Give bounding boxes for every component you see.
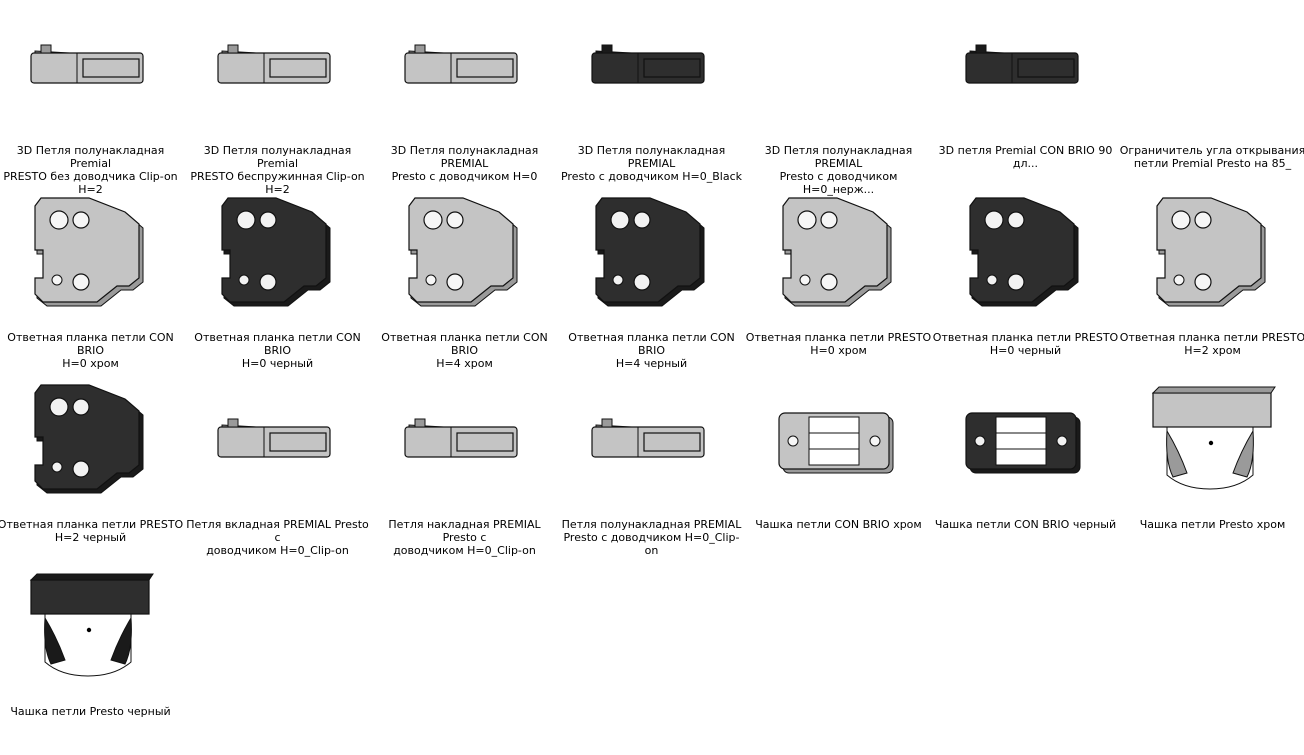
file-item[interactable]: Ответная планка петли CON BRIO H=4 черны…: [558, 194, 745, 381]
file-item[interactable]: 3D Петля полунакладная PREMIAL Presto с …: [371, 7, 558, 194]
mounting-plate-icon: [558, 194, 745, 324]
file-item[interactable]: Ответная планка петли CON BRIO H=0 хром: [0, 194, 184, 381]
file-item[interactable]: Ответная планка петли PRESTO H=2 черный: [0, 381, 184, 568]
file-item[interactable]: Ограничитель угла открывания петли Premi…: [1119, 7, 1304, 194]
file-name-label: Ответная планка петли CON BRIO H=4 черны…: [568, 331, 735, 370]
file-item[interactable]: Петля вкладная PREMIAL Presto с доводчик…: [184, 381, 371, 568]
file-item[interactable]: Ответная планка петли CON BRIO H=0 черны…: [184, 194, 371, 381]
file-item[interactable]: Петля полунакладная PREMIAL Presto с дов…: [558, 381, 745, 568]
hinge-bar-icon: [0, 7, 184, 137]
file-name-label: 3D Петля полунакладная PREMIAL Presto с …: [764, 144, 913, 196]
file-item[interactable]: Чашка петли Presto черный: [0, 568, 184, 755]
file-name-label: 3D Петля полунакладная Premial PRESTO бе…: [190, 144, 365, 196]
file-item[interactable]: Ответная планка петли CON BRIO H=4 хром: [371, 194, 558, 381]
empty-thumbnail: [1119, 7, 1304, 137]
file-item[interactable]: Ответная планка петли PRESTO H=2 хром: [1119, 194, 1304, 381]
file-name-label: Ответная планка петли PRESTO H=2 черный: [0, 518, 184, 544]
file-name-label: Чашка петли CON BRIO черный: [934, 518, 1117, 531]
file-name-label: Ответная планка петли CON BRIO H=0 хром: [7, 331, 174, 370]
hinge-bar-icon: [184, 7, 371, 137]
file-item[interactable]: 3D Петля полунакладная Premial PRESTO бе…: [184, 7, 371, 196]
file-name-label: 3D петля Premial CON BRIO 90 дл...: [938, 144, 1113, 170]
hinge-bar-icon: [371, 381, 558, 511]
file-name-label: 3D Петля полунакладная Premial PRESTO бе…: [3, 144, 178, 196]
file-item[interactable]: Чашка петли CON BRIO черный: [932, 381, 1119, 568]
mounting-plate-icon: [745, 194, 932, 324]
empty-thumbnail: [745, 7, 932, 137]
mounting-plate-icon: [932, 194, 1119, 324]
hinge-bar-icon: [932, 7, 1119, 137]
file-item[interactable]: Ответная планка петли PRESTO H=0 черный: [932, 194, 1119, 381]
file-name-label: Ответная планка петли CON BRIO H=4 хром: [381, 331, 548, 370]
hinge-bar-icon: [371, 7, 558, 137]
file-name-label: 3D Петля полунакладная PREMIAL Presto с …: [390, 144, 539, 183]
file-item[interactable]: Чашка петли CON BRIO хром: [745, 381, 932, 568]
hinge-bar-icon: [558, 381, 745, 511]
mounting-plate-icon: [1119, 194, 1304, 324]
file-name-label: Чашка петли Presto хром: [1139, 518, 1286, 531]
hinge-bar-icon: [184, 381, 371, 511]
mounting-plate-icon: [0, 194, 184, 324]
mounting-plate-icon: [371, 194, 558, 324]
file-item[interactable]: Ответная планка петли PRESTO H=0 хром: [745, 194, 932, 381]
hinge-cup-icon: [745, 381, 932, 511]
file-name-label: Чашка петли Presto черный: [10, 705, 171, 718]
file-name-label: Ответная планка петли CON BRIO H=0 черны…: [194, 331, 361, 370]
presto-cup-icon: [0, 568, 184, 698]
file-name-label: Петля вкладная PREMIAL Presto с доводчик…: [186, 518, 369, 557]
file-thumbnail-grid: 3D Петля полунакладная Premial PRESTO бе…: [0, 7, 1304, 718]
mounting-plate-icon: [0, 381, 184, 511]
mounting-plate-icon: [184, 194, 371, 324]
file-name-label: Чашка петли CON BRIO хром: [755, 518, 922, 531]
file-item[interactable]: 3D Петля полунакладная Premial PRESTO бе…: [0, 7, 184, 196]
hinge-bar-icon: [558, 7, 745, 137]
presto-cup-icon: [1119, 381, 1304, 511]
file-name-label: Ответная планка петли PRESTO H=0 черный: [932, 331, 1119, 357]
file-item[interactable]: Петля накладная PREMIAL Presto с доводчи…: [371, 381, 558, 568]
file-name-label: 3D Петля полунакладная PREMIAL Presto с …: [560, 144, 743, 183]
file-item[interactable]: 3D петля Premial CON BRIO 90 дл...: [932, 7, 1119, 194]
file-name-label: Ответная планка петли PRESTO H=0 хром: [745, 331, 932, 357]
file-name-label: Петля накладная PREMIAL Presto с доводчи…: [388, 518, 541, 557]
file-item[interactable]: 3D Петля полунакладная PREMIAL Presto с …: [745, 7, 932, 196]
file-name-label: Ограничитель угла открывания петли Premi…: [1119, 144, 1304, 170]
hinge-cup-icon: [932, 381, 1119, 511]
file-name-label: Ответная планка петли PRESTO H=2 хром: [1119, 331, 1304, 357]
file-item[interactable]: 3D Петля полунакладная PREMIAL Presto с …: [558, 7, 745, 194]
file-item[interactable]: Чашка петли Presto хром: [1119, 381, 1304, 568]
file-name-label: Петля полунакладная PREMIAL Presto с дов…: [561, 518, 742, 557]
